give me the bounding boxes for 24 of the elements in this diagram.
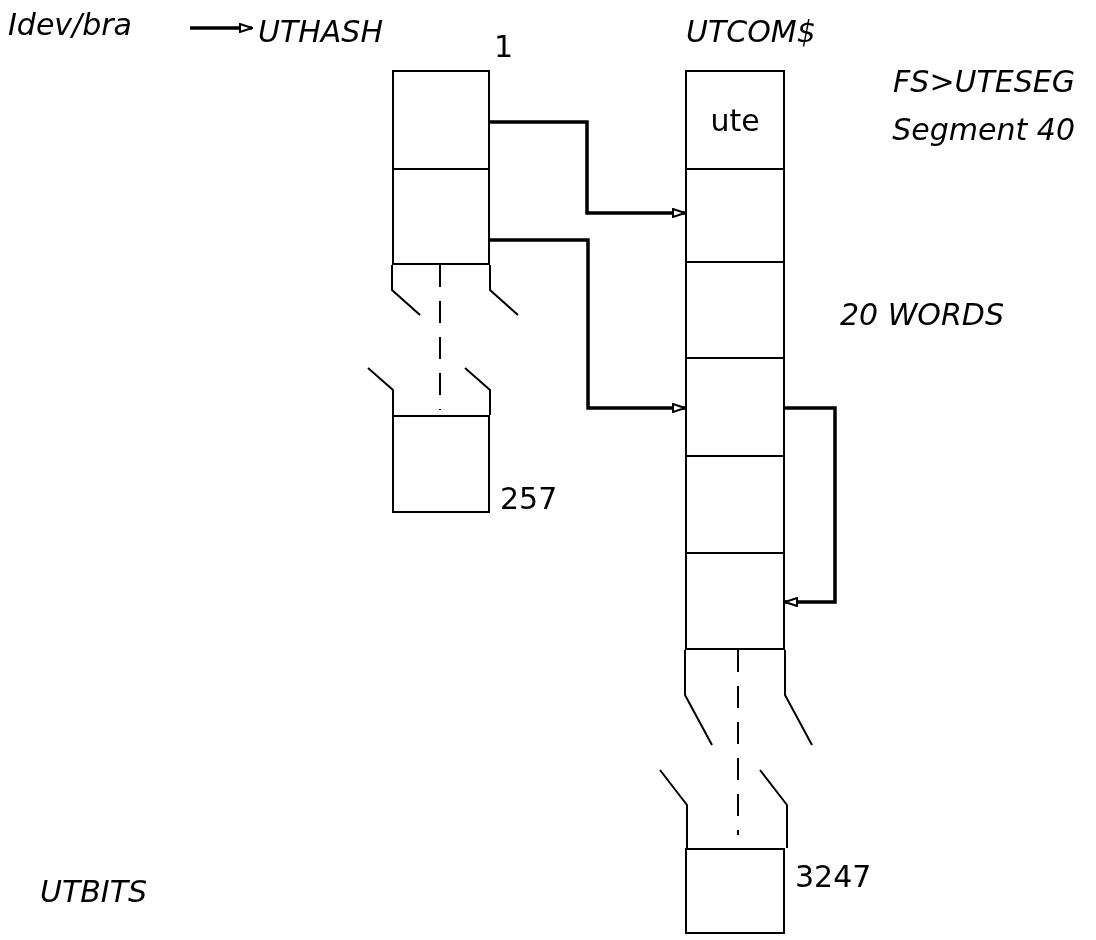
memory-cell xyxy=(685,552,785,650)
array-heading: UTHASH xyxy=(258,15,383,48)
arrow xyxy=(190,23,253,33)
index-number: 3247 xyxy=(795,860,872,893)
memory-cell xyxy=(392,415,490,513)
index-number: 1 xyxy=(494,30,514,63)
memory-cell xyxy=(685,455,785,554)
arrow xyxy=(784,406,837,607)
memory-cell xyxy=(685,168,785,263)
memory-cell xyxy=(392,168,490,265)
arrow xyxy=(490,120,686,218)
memory-cell xyxy=(685,70,785,170)
side-note: FS>UTESEG Segment 40 xyxy=(891,63,1075,149)
array-heading: UTCOM$ xyxy=(686,15,816,48)
device-name: Idev/bra xyxy=(8,8,132,41)
memory-cell xyxy=(392,70,490,170)
memory-cell xyxy=(685,261,785,359)
index-number: 257 xyxy=(500,482,558,515)
table-name: UTBITS xyxy=(40,875,148,908)
side-note: 20 WORDS xyxy=(840,298,1004,331)
memory-cell xyxy=(685,357,785,457)
arrow xyxy=(490,238,686,413)
cell-label: ute xyxy=(710,102,760,138)
memory-cell xyxy=(685,848,785,934)
